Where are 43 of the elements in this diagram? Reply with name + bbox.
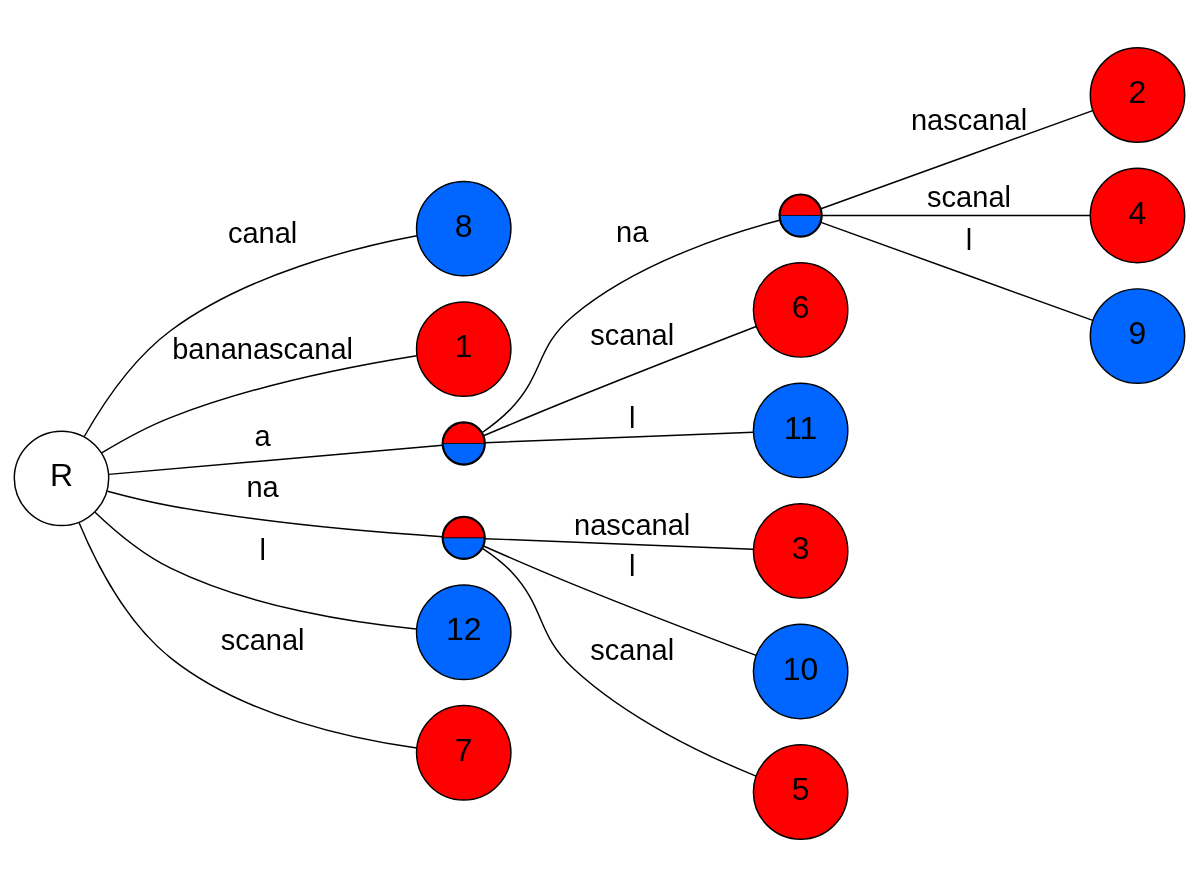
connector — [83, 234, 418, 437]
node-circle: R — [13, 429, 110, 526]
connector — [94, 510, 417, 630]
connector — [481, 547, 757, 777]
node-circle: 4 — [1089, 167, 1186, 263]
node-circle: 3 — [752, 502, 849, 599]
edge-label: scanal — [220, 623, 305, 656]
edge-label: l — [628, 549, 636, 582]
edge-label: a — [254, 419, 271, 452]
edge-label: nascanal — [574, 508, 691, 541]
edge-label: na — [246, 470, 279, 503]
edge-label: scanal — [590, 318, 675, 351]
connector — [482, 544, 757, 656]
connector — [106, 489, 444, 537]
edge-label: bananascanal — [172, 332, 354, 365]
connector — [484, 537, 754, 550]
node-circle: 10 — [752, 623, 849, 719]
edge-label: l — [628, 401, 636, 434]
edge-label: na — [616, 215, 649, 248]
edge-label: nascanal — [910, 103, 1028, 136]
edge-label: scanal — [927, 180, 1012, 213]
connector — [108, 444, 444, 475]
node-circle: 12 — [415, 583, 512, 680]
connector — [78, 521, 418, 749]
edge-label: scanal — [590, 633, 675, 666]
connector — [100, 354, 418, 454]
node-circle: 5 — [752, 743, 849, 840]
node-circle: 8 — [415, 180, 512, 276]
connector — [821, 214, 1091, 216]
connector — [484, 431, 754, 443]
edge-label: l — [965, 223, 973, 256]
node-circle: 6 — [752, 261, 849, 358]
edge-label: canal — [227, 216, 298, 249]
connector — [481, 219, 781, 433]
connector — [820, 221, 1094, 321]
node-circle: 7 — [415, 704, 512, 801]
node-circle: 11 — [752, 382, 849, 478]
node-circle: 9 — [1089, 287, 1186, 384]
connector — [482, 325, 757, 436]
node-circle: 1 — [415, 300, 512, 397]
connector — [820, 109, 1094, 209]
edge-label: l — [259, 533, 266, 566]
node-circle: 2 — [1089, 46, 1186, 143]
